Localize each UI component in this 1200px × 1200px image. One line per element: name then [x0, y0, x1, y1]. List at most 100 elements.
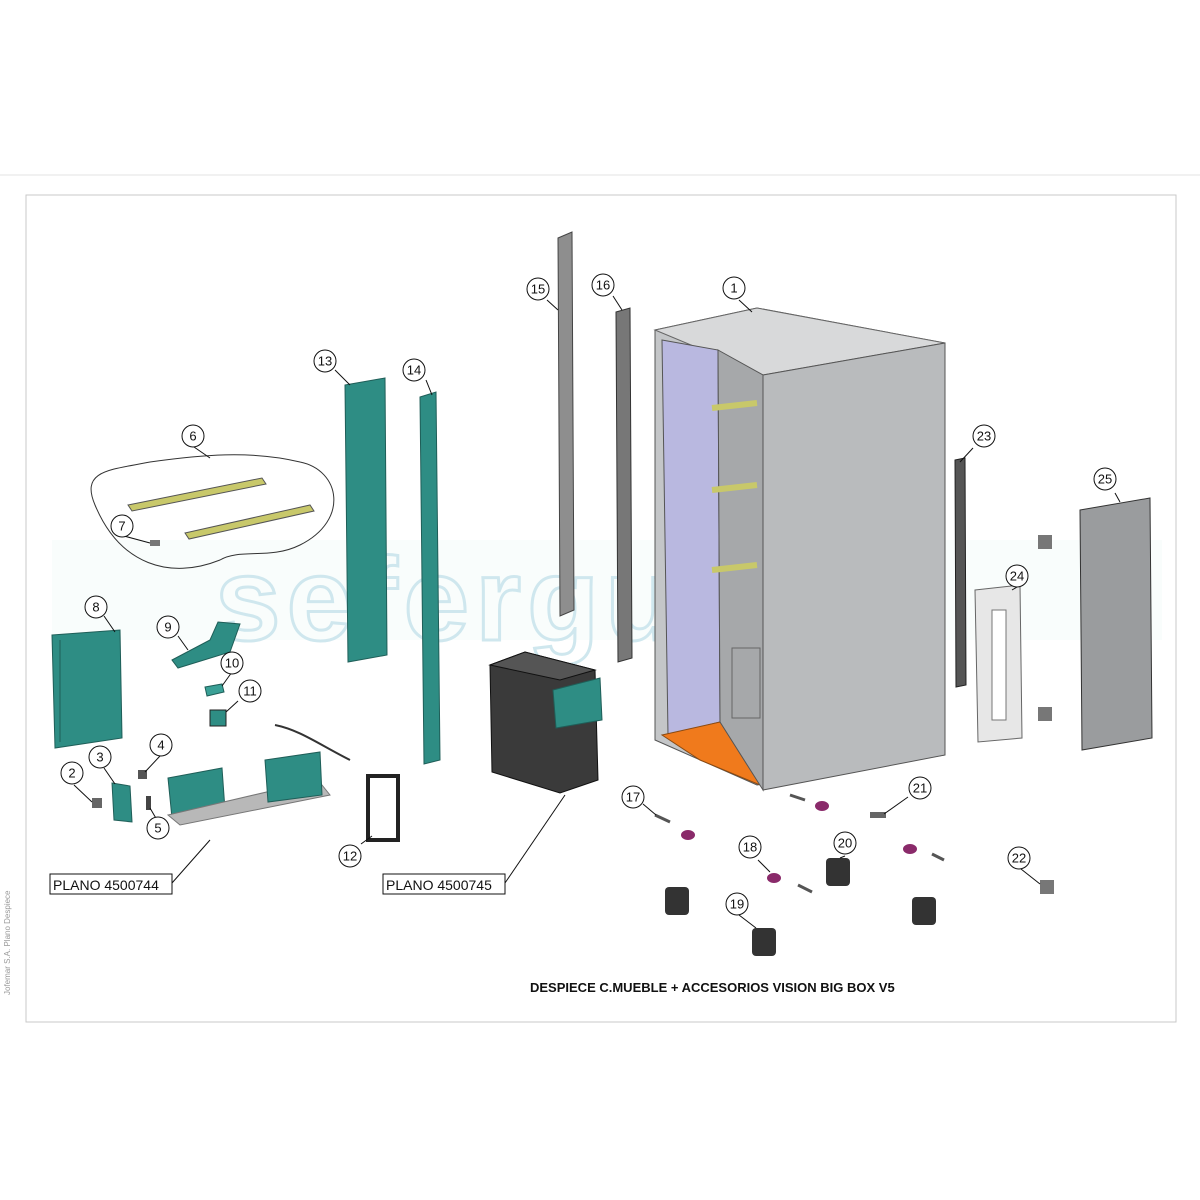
leader-12	[360, 835, 373, 845]
plano-box-1	[49, 873, 173, 895]
foot-2	[826, 858, 850, 886]
bracket-10	[204, 683, 225, 697]
callout-label-9: 9	[164, 620, 171, 635]
leader-19	[738, 914, 757, 929]
leader-16	[612, 295, 623, 311]
callout-label-20: 20	[838, 836, 852, 851]
foot-3	[912, 897, 936, 925]
pin-b	[789, 793, 806, 802]
callout-label-11: 11	[243, 684, 257, 699]
callout-3: 3	[88, 745, 112, 769]
callout-label-15: 15	[531, 282, 545, 297]
callout-label-25: 25	[1098, 472, 1112, 487]
hinge-upper	[1038, 535, 1052, 549]
shelf-rail-2	[711, 482, 758, 493]
cabinet-compartment	[731, 647, 761, 719]
callout-21: 21	[908, 776, 932, 800]
pin-17	[654, 813, 671, 824]
pin-5	[146, 796, 151, 810]
leader-plano-2	[504, 794, 566, 884]
electronics-box	[264, 751, 323, 803]
shelf-rail-3	[711, 562, 758, 573]
cabinet-inner-wall	[717, 349, 764, 792]
cable	[274, 724, 351, 761]
chute-9	[171, 621, 241, 669]
callout-11: 11	[238, 679, 262, 703]
callout-18: 18	[738, 835, 762, 859]
callout-label-16: 16	[596, 278, 610, 293]
spacer-18	[767, 873, 781, 883]
leader-20	[839, 855, 846, 859]
rail-clip-7	[150, 540, 160, 546]
callout-label-8: 8	[92, 600, 99, 615]
callout-label-24: 24	[1010, 569, 1024, 584]
cabinet-side	[762, 342, 946, 791]
leader-17	[642, 803, 657, 816]
callout-13: 13	[313, 349, 337, 373]
callout-label-18: 18	[743, 840, 757, 855]
callout-label-17: 17	[626, 790, 640, 805]
frame-12	[366, 774, 400, 842]
plano-label-1: PLANO 4500744	[53, 877, 159, 893]
leader-1	[738, 299, 753, 313]
callout-24: 24	[1005, 564, 1029, 588]
hinge-22	[1040, 880, 1054, 894]
leader-23	[959, 447, 974, 463]
leader-9	[177, 635, 189, 651]
leader-8	[103, 615, 116, 633]
callout-1: 1	[722, 276, 746, 300]
callout-2: 2	[60, 761, 84, 785]
callout-label-19: 19	[730, 897, 744, 912]
module-top	[488, 651, 597, 681]
callout-label-4: 4	[157, 738, 164, 753]
leader-24	[1011, 586, 1018, 591]
foot-1	[665, 887, 689, 915]
leader-11	[225, 700, 239, 713]
knob-4	[138, 770, 147, 779]
plano-callout-2: PLANO 4500745	[382, 873, 506, 895]
leader-15	[546, 299, 559, 311]
leader-22	[1020, 868, 1041, 885]
block-11	[209, 709, 227, 727]
leader-14	[425, 379, 433, 396]
leader-2	[73, 784, 93, 803]
plate-3	[111, 782, 133, 823]
spacer-d	[903, 844, 917, 854]
panel-14	[419, 391, 441, 765]
rail-23	[954, 457, 967, 688]
plano-box-2	[382, 873, 506, 895]
callout-17: 17	[621, 785, 645, 809]
callout-9: 9	[156, 615, 180, 639]
leader-25	[1114, 492, 1121, 503]
callout-label-22: 22	[1012, 851, 1026, 866]
callout-5: 5	[146, 816, 170, 840]
side-note: Jofemar S.A. Plano Despiece	[3, 890, 12, 995]
drawing-title: DESPIECE C.MUEBLE + ACCESORIOS VISION BI…	[530, 980, 895, 995]
leader-18	[757, 859, 771, 873]
door-panel-8	[51, 629, 123, 749]
leader-3	[103, 767, 116, 785]
hinge-lower	[1038, 707, 1052, 721]
callout-12: 12	[338, 844, 362, 868]
shelf-rail-1	[711, 400, 758, 411]
callout-6: 6	[181, 424, 205, 448]
leader-7	[123, 535, 151, 544]
pin-c	[797, 883, 813, 894]
plano-callout-1: PLANO 4500744	[49, 873, 173, 895]
panel-25	[1079, 497, 1153, 751]
leader-lines	[73, 295, 1121, 929]
rail-15	[557, 231, 575, 617]
leader-6	[193, 446, 211, 459]
callout-20: 20	[833, 831, 857, 855]
callout-label-12: 12	[343, 849, 357, 864]
rail-16	[615, 307, 633, 663]
callout-19: 19	[725, 892, 749, 916]
group-outline-6	[90, 454, 335, 569]
pin-d	[931, 852, 945, 862]
callout-label-1: 1	[730, 281, 737, 296]
leader-13	[334, 369, 351, 386]
cabinet-interior	[661, 339, 721, 736]
callout-14: 14	[402, 358, 426, 382]
callout-7: 7	[110, 514, 134, 538]
callout-22: 22	[1007, 846, 1031, 870]
